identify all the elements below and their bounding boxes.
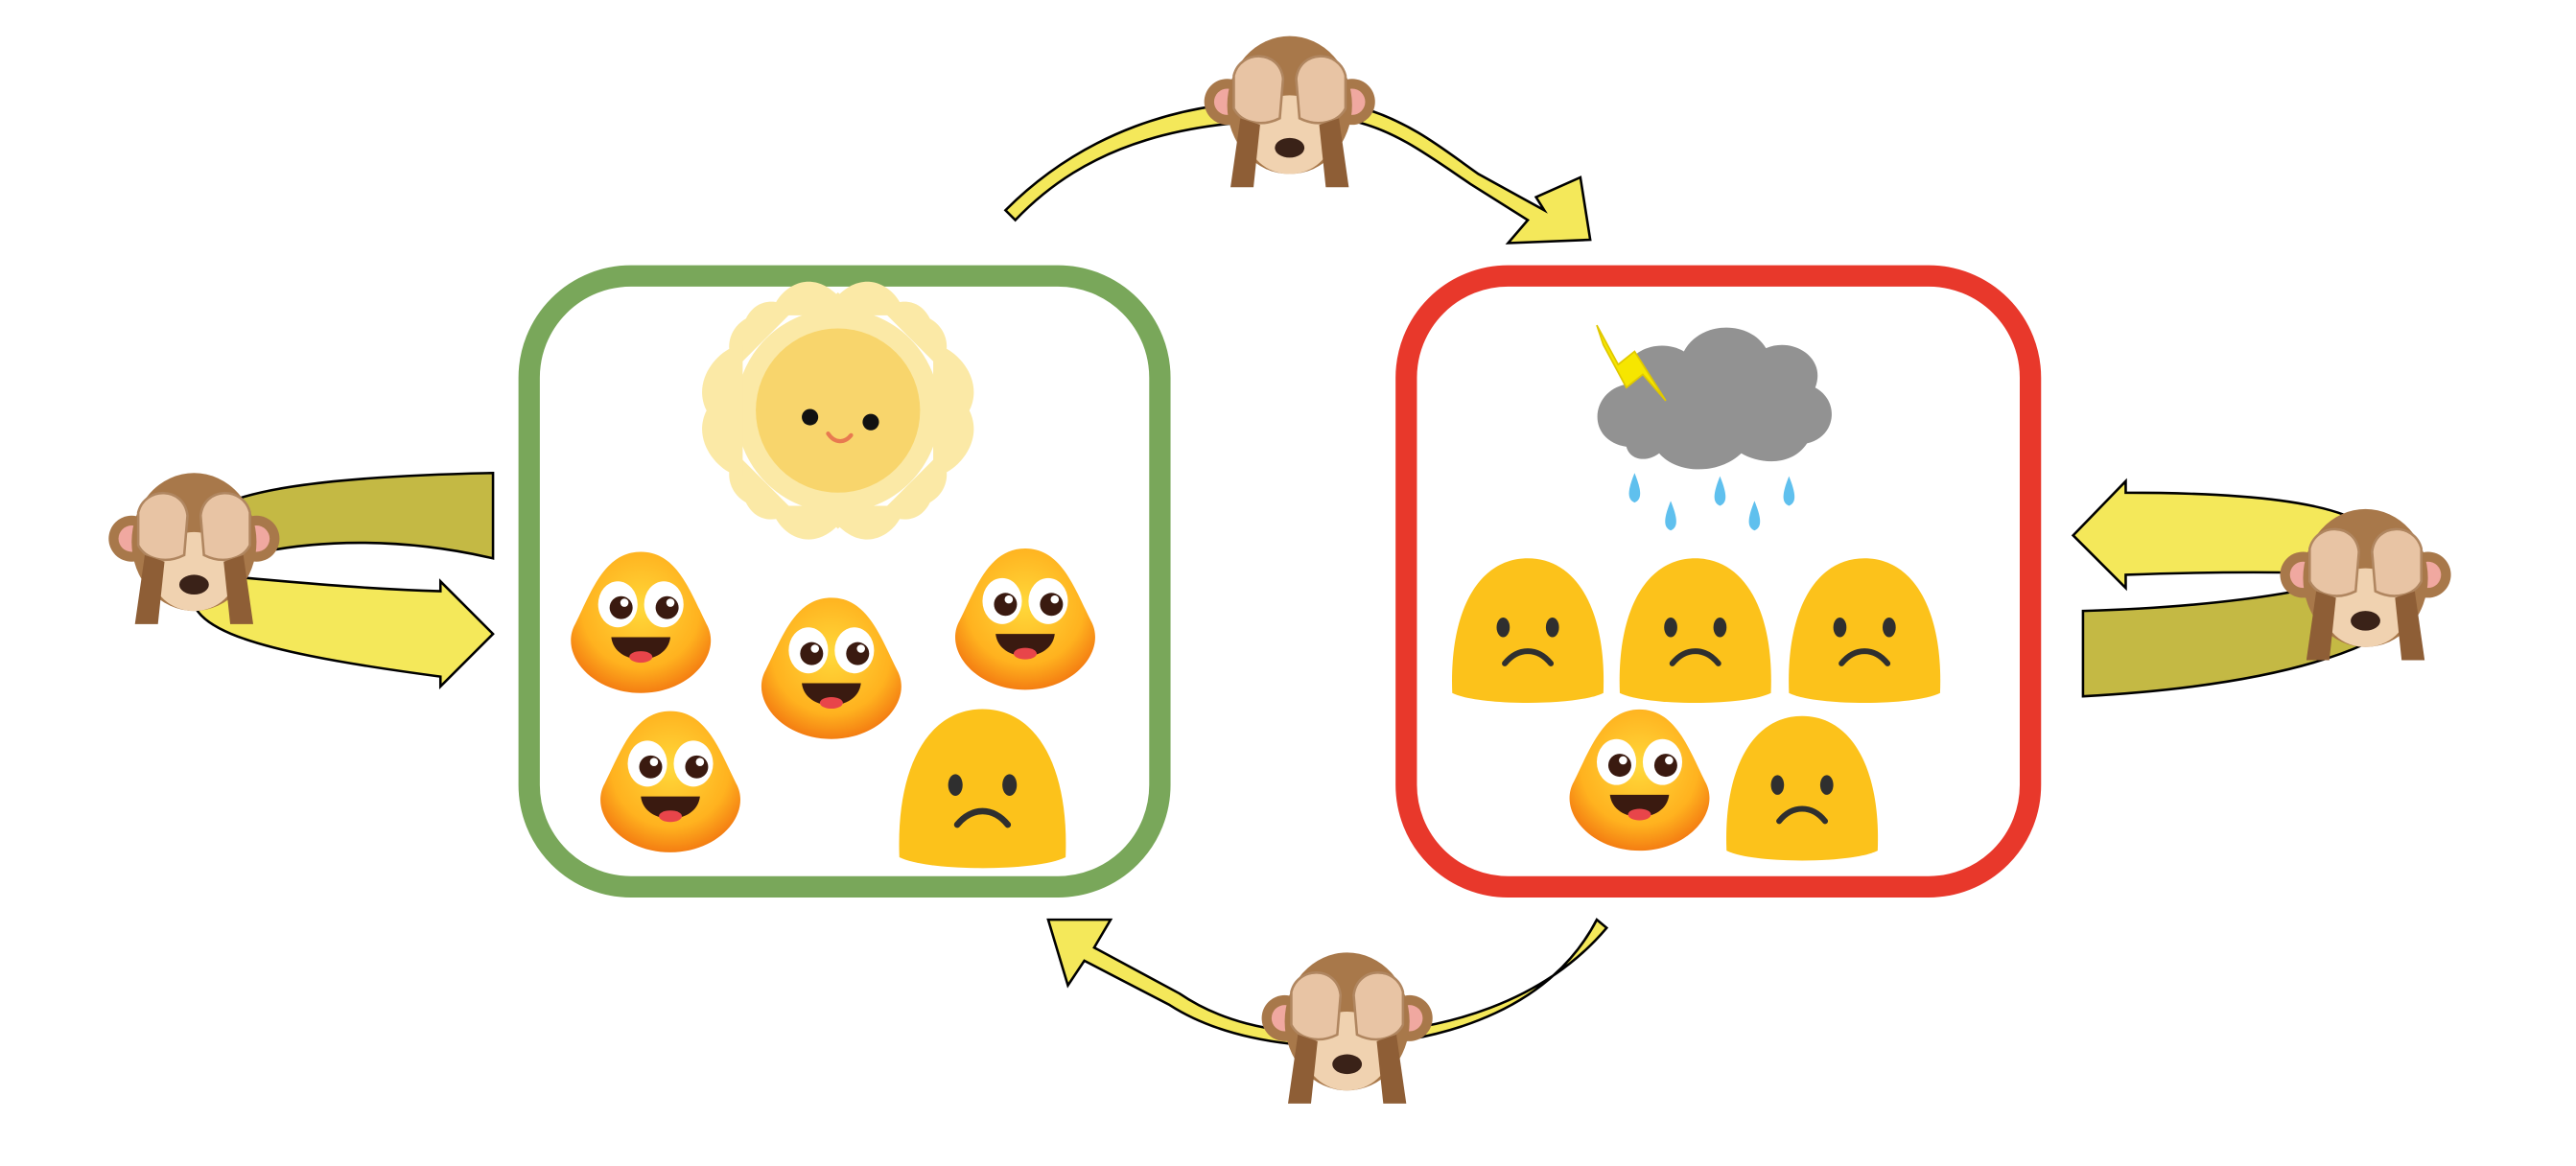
see-no-evil-monkey-icon	[1203, 35, 1377, 189]
sun-icon	[702, 281, 974, 540]
arrow-good-to-bad	[1003, 100, 1592, 245]
storm-cloud-icon	[1596, 324, 1832, 531]
arrow-good-self-loop	[191, 573, 495, 689]
see-no-evil-monkey-icon	[1260, 951, 1434, 1106]
arrow-bad-to-good	[1046, 918, 1609, 1048]
